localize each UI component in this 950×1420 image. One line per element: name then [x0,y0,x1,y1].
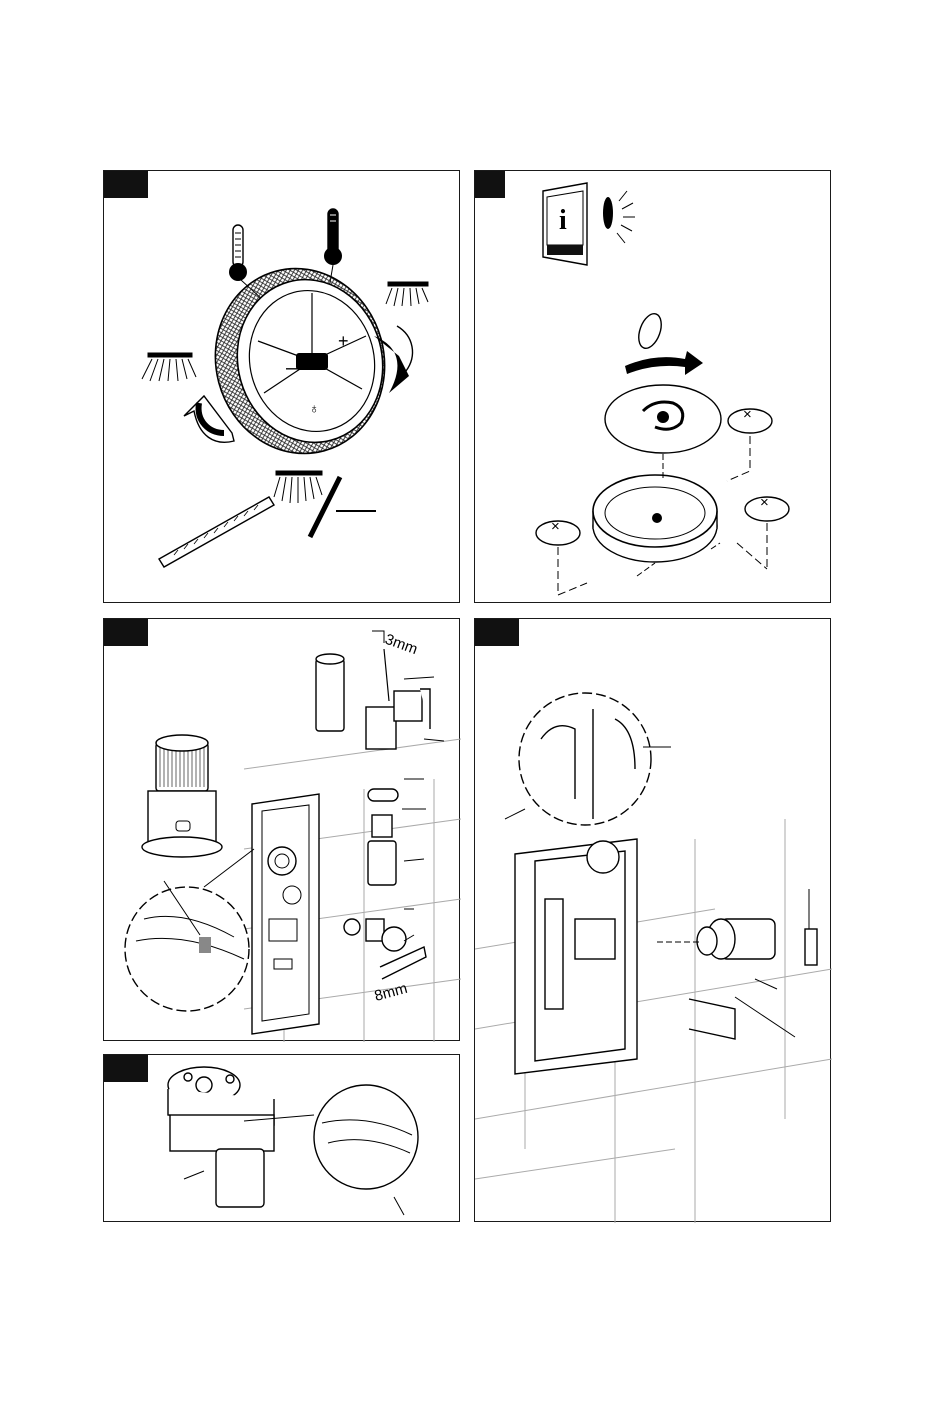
remote-base [593,475,717,562]
plus-label: + [338,331,349,351]
rotate-arrow-icon [625,351,703,375]
coin-battery-icon: × [728,406,772,433]
panel-remote-control: – + ♁ [103,170,460,603]
shower-head-icon [386,282,428,306]
detail-magnifier [519,693,651,825]
tool-3mm-label: 3mm [383,631,420,658]
shower-head-icon [274,471,322,503]
thermostat-cartridge [142,735,222,857]
panel-motor-unit [103,1054,460,1222]
svg-text:♁: ♁ [309,400,320,416]
coin-battery-icon: × [745,494,789,521]
motor-assembly [168,1067,274,1207]
tool-8mm-label: 8mm [373,980,410,1005]
info-booklet-icon: i [543,183,587,265]
svg-text:×: × [743,406,752,423]
cold-thermometer-icon [229,225,247,281]
hot-thermometer-icon [324,209,342,265]
valve-housing [252,794,319,1034]
coin-battery-icon [634,311,665,352]
panel-cartridge-exploded: 3mm 8mm [103,618,460,1041]
valve-part [697,919,817,965]
svg-text:×: × [760,494,769,511]
motor-illustration [104,1055,461,1223]
coin-battery-icon: × [536,518,580,545]
panel-battery-replacement: i × × [474,170,831,603]
remote-control-illustration: – + ♁ [104,171,461,604]
detail-magnifier [314,1085,418,1189]
installation-illustration [475,619,832,1223]
valve-housing [515,839,637,1074]
svg-text:×: × [551,518,560,535]
panel-installation [474,618,831,1222]
detail-magnifier [125,887,249,1011]
info-letter: i [559,205,567,236]
thermometer-probe-icon [159,497,274,567]
cartridge-illustration: 3mm 8mm [104,619,461,1042]
eye-icon [603,191,635,243]
shower-head-icon [142,353,196,381]
cartridge-parts [316,654,430,951]
minus-label: – [286,357,298,379]
battery-illustration: i × × [475,171,832,604]
